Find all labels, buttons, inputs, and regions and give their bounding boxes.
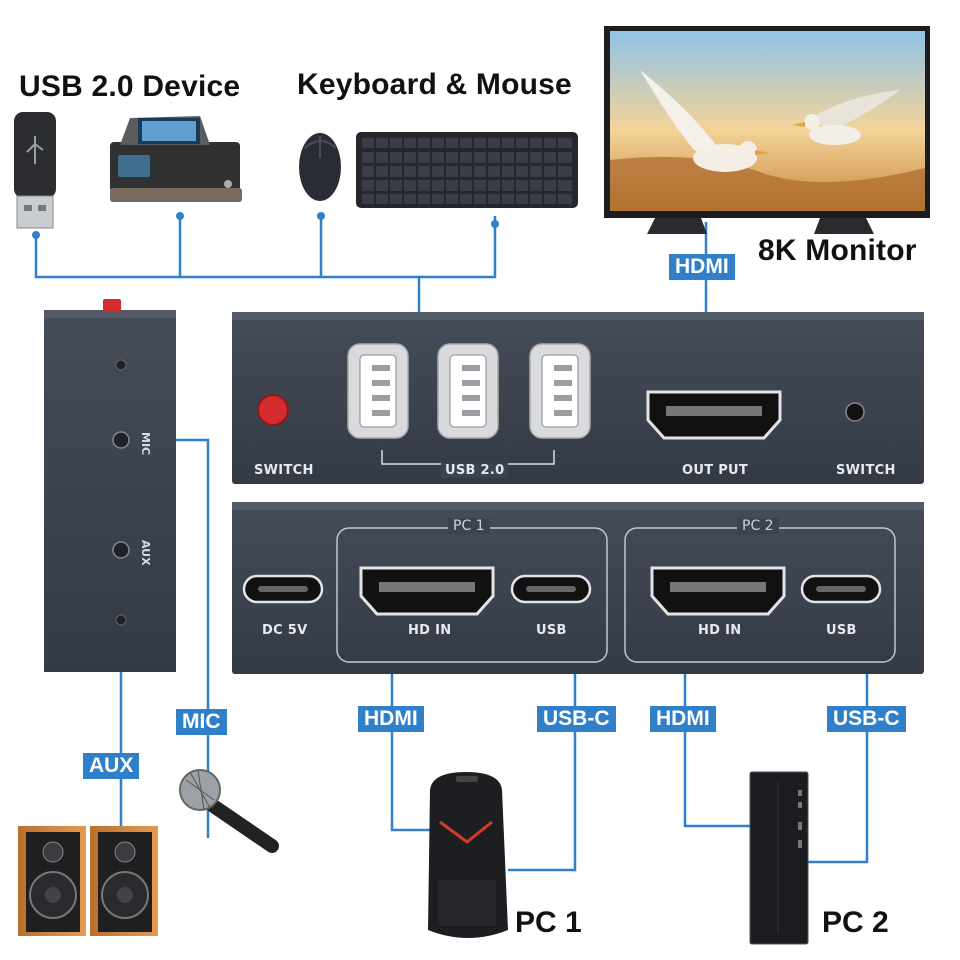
usbc-pc2-badge: USB-C [827, 706, 906, 732]
hdmi-pc1-badge: HDMI [358, 706, 424, 732]
pc1-tower-icon [428, 772, 508, 938]
hdmi-pc2-badge: HDMI [650, 706, 716, 732]
mic-badge: MIC [176, 709, 227, 735]
keyboard-mouse-label: Keyboard & Mouse [297, 68, 572, 101]
printer-icon [110, 116, 242, 202]
mic-port [112, 431, 130, 449]
keyboard-icon [356, 132, 578, 208]
pc1-hd-label: HD IN [408, 623, 452, 638]
front-usb-label: USB 2.0 [441, 463, 509, 478]
back-panel [232, 502, 924, 674]
hdmi-monitor-badge: HDMI [669, 254, 735, 280]
mouse-icon [299, 133, 341, 201]
aux-badge: AUX [83, 753, 140, 779]
pc1-group-label: PC 1 [448, 518, 490, 534]
pc2-label: PC 2 [822, 906, 889, 939]
monitor-label: 8K Monitor [758, 234, 917, 267]
side-panel [44, 299, 176, 672]
usb-device-label: USB 2.0 Device [19, 70, 241, 103]
speakers-icon [18, 826, 158, 936]
pc1-usb-label: USB [536, 623, 567, 638]
pc2-usb-label: USB [826, 623, 857, 638]
pc1-label: PC 1 [515, 906, 582, 939]
side-aux-label: AUX [139, 540, 152, 566]
pc2-tower-icon [749, 771, 809, 945]
front-output-label: OUT PUT [682, 463, 749, 478]
pc2-hd-label: HD IN [698, 623, 742, 638]
front-switch-right-label: SWITCH [836, 463, 896, 478]
usbc-pc1-badge: USB-C [537, 706, 616, 732]
front-switch-label: SWITCH [254, 463, 314, 478]
usb-drive-icon [14, 112, 56, 229]
pc2-group-label: PC 2 [737, 518, 779, 534]
microphone-icon [179, 769, 279, 853]
aux-port [112, 541, 130, 559]
front-panel [232, 312, 924, 484]
side-mic-label: MIC [139, 432, 152, 456]
switch-jack [845, 402, 865, 422]
side-switch-button [103, 299, 121, 311]
monitor-icon [604, 26, 930, 234]
switch-button [257, 394, 289, 426]
dc-label: DC 5V [262, 623, 308, 638]
